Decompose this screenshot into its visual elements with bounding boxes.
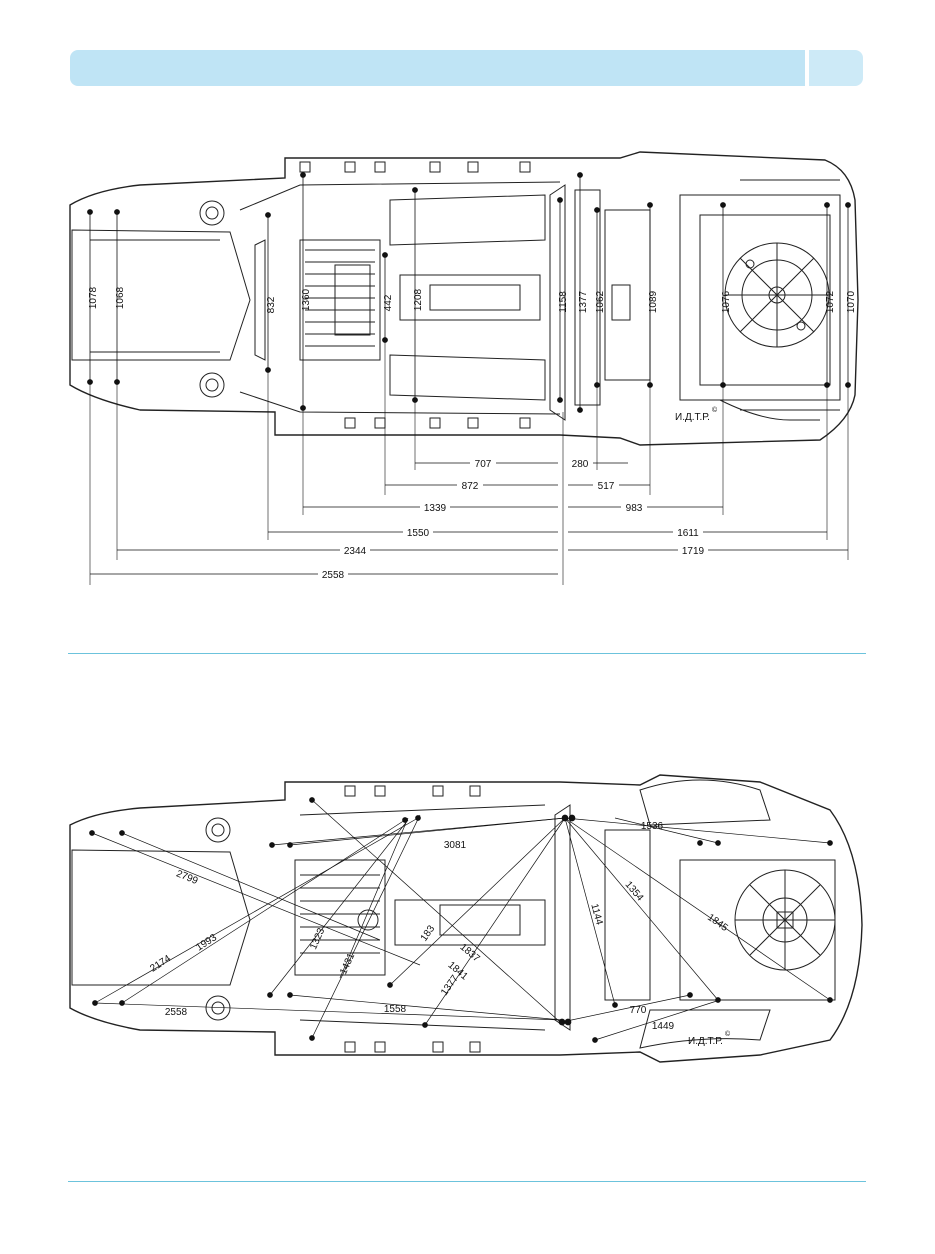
dim-label: 872: [462, 481, 479, 492]
dim-label: 1536: [641, 821, 664, 832]
dim-label: 2344: [344, 546, 367, 557]
top-vertical-dimension-lines: [87, 172, 851, 413]
bottom-underbody-drawing: [69, 774, 863, 1063]
dim-label: 2174: [148, 953, 173, 975]
dim-label: 1078: [88, 286, 99, 309]
header-bar: [70, 50, 805, 86]
section-divider-bottom: [68, 1181, 866, 1182]
dim-label: 1449: [652, 1021, 675, 1032]
watermark-bottom: И.Д.Т.Р.: [688, 1036, 723, 1047]
dim-label: 1062: [595, 290, 606, 313]
top-underbody-drawing: [69, 151, 859, 446]
dim-label: 2558: [322, 570, 345, 581]
dim-label: 517: [598, 481, 615, 492]
dim-label: 2799: [175, 868, 200, 887]
dim-label: 2558: [165, 1007, 188, 1018]
dim-label: 1070: [846, 290, 857, 313]
dim-label: 983: [626, 503, 643, 514]
top-horizontal-dimension-labels: 707 280 872 517 1339 983 1550 1611 2344 …: [318, 456, 708, 581]
dim-label: 1144: [588, 903, 604, 927]
dim-label: 1323: [308, 926, 327, 951]
dim-label: 1845: [705, 912, 730, 934]
dim-label: 1158: [558, 291, 569, 313]
dim-label: 1431: [338, 951, 357, 976]
top-extension-lines: [89, 340, 849, 585]
dim-label: 1076: [721, 290, 732, 313]
dim-label: 1339: [424, 503, 447, 514]
dim-label: 1208: [413, 288, 424, 311]
dim-label: 1993: [194, 932, 219, 954]
watermark-top: И.Д.Т.Р.: [675, 412, 710, 423]
dim-label: 1558: [384, 1004, 407, 1015]
section-divider-top: [68, 653, 866, 654]
dim-label: 707: [475, 459, 492, 470]
copyright-bottom: ©: [725, 1030, 731, 1038]
dim-label: 1068: [115, 286, 126, 309]
dim-label: 1360: [301, 288, 312, 311]
dim-label: 832: [266, 296, 277, 313]
dim-label: 3081: [444, 840, 467, 851]
dim-label: 1072: [825, 290, 836, 313]
dim-label: 1377: [578, 290, 589, 313]
dim-label: 1550: [407, 528, 430, 539]
dim-label: 1719: [682, 546, 705, 557]
dim-label: 442: [383, 294, 394, 311]
dim-label: 1611: [677, 528, 699, 539]
dim-label: 1089: [648, 290, 659, 313]
dim-label: 280: [572, 459, 589, 470]
copyright-top: ©: [712, 406, 718, 414]
dim-label: 770: [630, 1005, 647, 1016]
top-vertical-dimension-labels: 1078 1068 832 1360 442 1208 1158 1377 10…: [88, 286, 857, 313]
header-page-tab: [809, 50, 863, 86]
dim-label: 183: [419, 923, 438, 943]
bottom-diagonal-dimension-lines: [89, 797, 833, 1043]
